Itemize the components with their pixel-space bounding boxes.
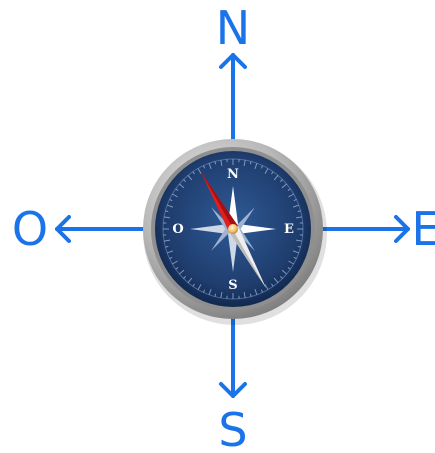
dial-west-label: O	[172, 222, 183, 237]
south-label: S	[218, 403, 247, 453]
north-label: N	[216, 1, 250, 55]
west-label: O	[12, 202, 48, 256]
dial-south-label: S	[228, 278, 237, 293]
needle-pivot	[228, 224, 238, 234]
dial-north-label: N	[227, 167, 239, 182]
compass-icon: N S O E	[143, 139, 327, 325]
dial-east-label: E	[284, 222, 294, 237]
east-label: E	[411, 202, 435, 256]
